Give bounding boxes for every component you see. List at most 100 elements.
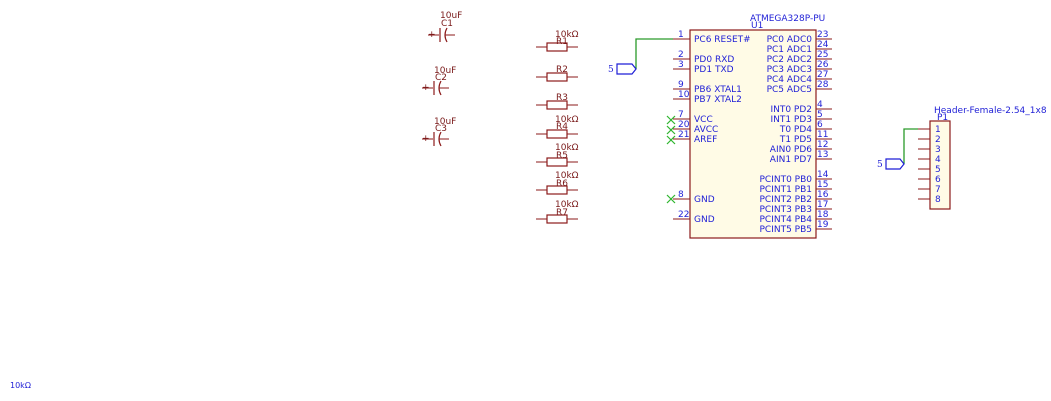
pin-number: 19 bbox=[817, 220, 829, 230]
header-pin[interactable]: 7 bbox=[918, 185, 941, 195]
pin-name: PCINT0 PB0 bbox=[759, 175, 812, 185]
pin-name: PCINT2 PB2 bbox=[759, 195, 812, 205]
resistor-r7[interactable]: 10kΩ R7 bbox=[536, 200, 579, 224]
cap-ref: C3 bbox=[435, 124, 447, 134]
pin-name: PC1 ADC1 bbox=[767, 45, 812, 55]
capacitor-c2[interactable]: + 10uF C2 bbox=[422, 66, 456, 96]
header-pin[interactable]: 5 bbox=[918, 165, 941, 175]
pin-name: PC6 RESET# bbox=[694, 35, 751, 45]
pin-number: 23 bbox=[817, 30, 828, 40]
pin-number: 1 bbox=[935, 125, 941, 135]
resistor-ref: R6 bbox=[556, 179, 568, 189]
pin-number: 4 bbox=[817, 100, 823, 110]
mcu-pin-right[interactable]: 6T0 PD4 bbox=[779, 120, 832, 135]
resistor-value: 10kΩ bbox=[555, 171, 579, 181]
pin-number: 13 bbox=[817, 150, 828, 160]
header-pin[interactable]: 3 bbox=[918, 145, 941, 155]
header-pin[interactable]: 1 bbox=[918, 125, 941, 135]
mcu-body bbox=[689, 29, 817, 239]
pin-name: PCINT1 PB1 bbox=[759, 185, 812, 195]
capacitor-c1[interactable]: + 10uF C1 bbox=[428, 11, 462, 43]
pin-name: PCINT3 PB3 bbox=[759, 205, 812, 215]
header-pin[interactable]: 6 bbox=[918, 175, 941, 185]
pin-name: AIN0 PD6 bbox=[770, 145, 812, 155]
pin-number: 12 bbox=[817, 140, 828, 150]
resistor-ref: R7 bbox=[556, 208, 568, 218]
pin-name: PC2 ADC2 bbox=[767, 55, 812, 65]
resistor-r4[interactable]: 10kΩ R4 bbox=[536, 115, 579, 139]
pin-number: 11 bbox=[817, 130, 828, 140]
pin-number: 14 bbox=[817, 170, 829, 180]
pin-name: PCINT4 PB4 bbox=[759, 215, 812, 225]
pin-number: 28 bbox=[817, 80, 829, 90]
pin-name: INT1 PD3 bbox=[770, 115, 812, 125]
pin-name: PD0 RXD bbox=[694, 55, 734, 65]
net-label-reset[interactable]: 5 bbox=[608, 63, 637, 75]
net-label-text: 5 bbox=[608, 65, 614, 75]
cap-value: 10uF bbox=[434, 117, 456, 127]
capacitor-c3[interactable]: + 10uF C3 bbox=[422, 117, 456, 147]
pin-number: 7 bbox=[678, 110, 684, 120]
resistor-ref: R1 bbox=[556, 37, 568, 47]
net-label-text: 5 bbox=[877, 160, 883, 170]
no-connect-icon bbox=[666, 125, 676, 135]
header-ref: P1 bbox=[937, 113, 948, 123]
resistor-r6[interactable]: 10kΩ R6 bbox=[536, 171, 579, 195]
resistor-r5[interactable]: 10kΩ R5 bbox=[536, 143, 579, 167]
pin-number: 21 bbox=[678, 130, 689, 140]
pin-name: AVCC bbox=[694, 125, 718, 135]
net-label-header[interactable]: 5 bbox=[877, 158, 905, 170]
pin-name: AIN1 PD7 bbox=[770, 155, 812, 165]
header-pin[interactable]: 8 bbox=[918, 195, 941, 205]
pin-number: 5 bbox=[817, 110, 823, 120]
resistor-r1[interactable]: 10kΩ R1 bbox=[536, 30, 579, 52]
resistor-r2[interactable]: R2 bbox=[536, 65, 578, 82]
resistor-r3[interactable]: R3 bbox=[536, 93, 578, 110]
header-pin[interactable]: 4 bbox=[918, 155, 941, 165]
pin-number: 20 bbox=[678, 120, 690, 130]
pin-name: INT0 PD2 bbox=[770, 105, 812, 115]
pin-number: 4 bbox=[935, 155, 941, 165]
header-pin[interactable]: 2 bbox=[918, 135, 941, 145]
cap-value: 10uF bbox=[434, 66, 456, 76]
pin-name: GND bbox=[694, 215, 715, 225]
pin-number: 8 bbox=[935, 195, 941, 205]
pin-name: AREF bbox=[694, 135, 717, 145]
pin-number: 15 bbox=[817, 180, 828, 190]
resistor-ref: R3 bbox=[556, 93, 568, 103]
cap-value: 10uF bbox=[440, 11, 462, 21]
no-connect-icon bbox=[666, 194, 676, 204]
resistor-ref: R2 bbox=[556, 65, 568, 75]
pin-name: T0 PD4 bbox=[779, 125, 812, 135]
